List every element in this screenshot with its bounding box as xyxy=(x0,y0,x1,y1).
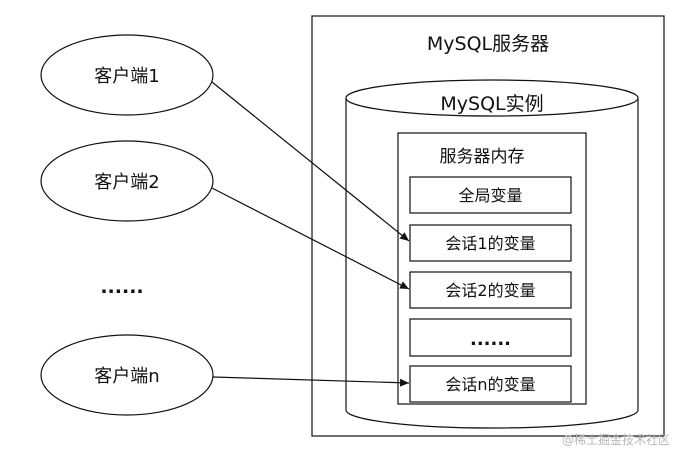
slot-session-ellipsis-label: ...... xyxy=(470,329,511,350)
slot-session-2-label: 会话2的变量 xyxy=(445,281,535,300)
client-n-node xyxy=(40,334,214,416)
client-1-label: 客户端1 xyxy=(94,66,159,87)
client-1-node xyxy=(40,34,214,116)
client-2-node xyxy=(40,140,214,222)
client-n-label: 客户端n xyxy=(94,366,159,387)
memory-label: 服务器内存 xyxy=(440,147,525,167)
slot-global-variables-label: 全局变量 xyxy=(458,186,522,205)
memory-box xyxy=(397,132,587,405)
arrow-client-1-to-session-1 xyxy=(211,81,410,242)
slot-global-variables xyxy=(409,176,572,214)
arrow-client-n-to-session-n xyxy=(212,376,410,387)
slot-session-1-label: 会话1的变量 xyxy=(445,234,535,253)
client-2-label: 客户端2 xyxy=(94,172,159,193)
slot-session-n-label: 会话n的变量 xyxy=(445,375,535,394)
instance-label: MySQL实例 xyxy=(440,93,543,115)
slot-session-2 xyxy=(409,271,572,309)
arrow-client-2-to-session-2 xyxy=(211,187,410,290)
slot-session-1 xyxy=(409,224,572,262)
slot-session-ellipsis xyxy=(409,318,572,357)
server-label: MySQL服务器 xyxy=(427,33,549,55)
clients-ellipsis: ...... xyxy=(100,276,143,298)
slot-session-n xyxy=(409,365,572,403)
watermark: @稀土掘金技术社区 xyxy=(562,432,670,447)
